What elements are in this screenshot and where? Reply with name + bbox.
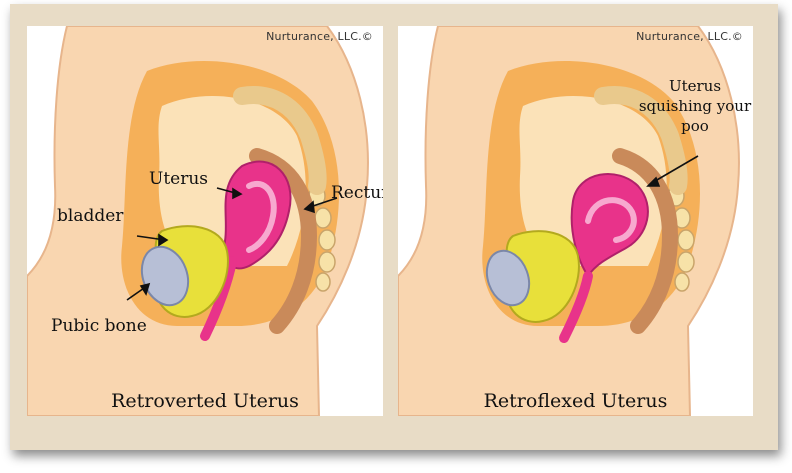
label-uterus: Uterus <box>149 169 209 189</box>
uterus-shape <box>223 160 292 270</box>
label-line-2: squishing your <box>638 97 752 115</box>
label-line-1: Uterus <box>668 77 722 95</box>
label-bladder: bladder <box>57 206 124 226</box>
uterus-inner-right <box>585 197 637 243</box>
rectum <box>249 148 318 334</box>
label-uterus-squishing: Uterus squishing your poo <box>630 76 753 136</box>
vaginal-canal <box>200 256 237 341</box>
retroverted-anatomy-illustration <box>27 26 369 416</box>
copyright-left: Nurturance, LLC.© <box>266 30 373 43</box>
pubic-bone <box>140 245 190 307</box>
spine-right <box>594 86 688 195</box>
panel-retroflexed: Nurturance, LLC.© Uterus squishing your … <box>398 26 753 416</box>
rectum-right <box>612 148 679 334</box>
caption-retroflexed: Retroflexed Uterus <box>483 390 668 412</box>
caption-retroverted: Retroverted Uterus <box>111 390 299 412</box>
uterus-shape-right <box>570 173 649 278</box>
retroflexed-anatomy-illustration <box>398 26 740 416</box>
label-line-3: poo <box>681 117 709 135</box>
label-pubic-bone: Pubic bone <box>51 316 147 336</box>
label-arrows <box>126 187 338 301</box>
label-arrow-right <box>646 155 699 187</box>
label-rectum: Rectum <box>331 183 383 203</box>
copyright-right: Nurturance, LLC.© <box>636 30 743 43</box>
vaginal-canal-right <box>559 271 593 343</box>
pubic-bone-right <box>485 249 531 307</box>
panel-retroverted: Nurturance, LLC.© Uterus Rectum bladder … <box>27 26 383 416</box>
spine <box>233 86 327 195</box>
uterus-inner <box>246 181 277 253</box>
